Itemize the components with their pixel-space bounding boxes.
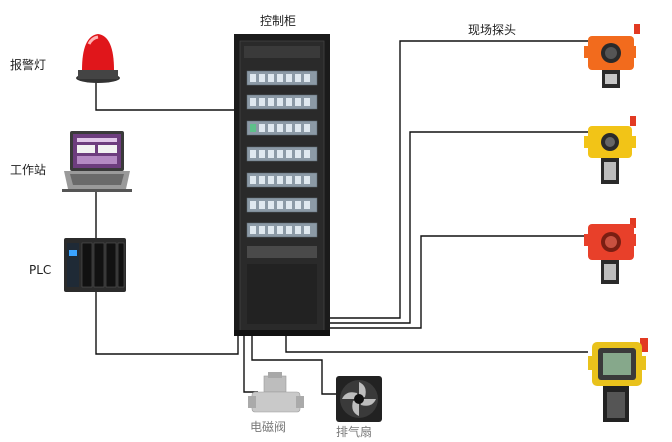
- wire-probe-2: [322, 131, 590, 324]
- probe-4-icon: [588, 338, 648, 422]
- cabinet-label: 控制柜: [260, 14, 297, 28]
- alarm-light-icon: [76, 34, 120, 83]
- plc-icon: [64, 238, 126, 292]
- probe-1-icon: [584, 24, 640, 88]
- wire-alarm: [95, 78, 240, 111]
- probe-2-icon: [584, 116, 636, 184]
- solenoid-valve-icon: [248, 372, 304, 413]
- workstation-label: 工作站: [10, 163, 47, 177]
- control-cabinet: [234, 34, 330, 336]
- wire-fan: [251, 332, 336, 395]
- plc-label: PLC: [29, 263, 52, 277]
- wire-probe-3: [322, 235, 590, 329]
- solenoid-valve-label: 电磁阀: [250, 420, 287, 434]
- probe-3-icon: [584, 218, 636, 284]
- wire-probe-4: [285, 332, 588, 353]
- probes-label: 现场探头: [468, 23, 517, 37]
- alarm-light-label: 报警灯: [10, 58, 47, 72]
- wires: [95, 40, 590, 395]
- exhaust-fan-icon: [336, 376, 382, 422]
- wire-valve: [243, 332, 258, 393]
- workstation-icon: [62, 131, 132, 192]
- exhaust-fan-label: 排气扇: [336, 425, 373, 439]
- wire-probe-1: [322, 40, 590, 319]
- wire-plc: [95, 292, 239, 355]
